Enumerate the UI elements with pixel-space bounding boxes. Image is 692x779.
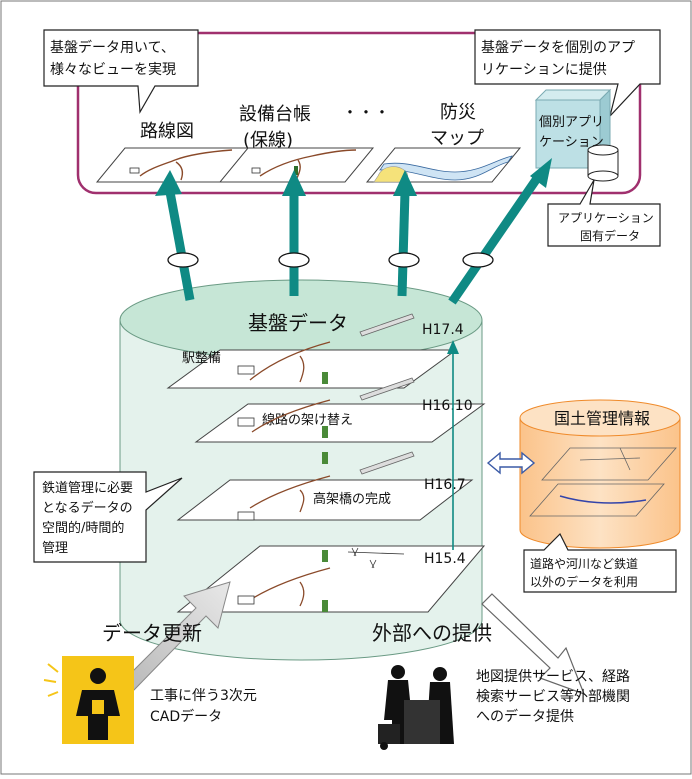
service-line1: 地図提供サービス、経路 bbox=[476, 669, 630, 685]
arrow-to-individual bbox=[448, 171, 544, 305]
callout-app-data-line1: アプリケーション bbox=[558, 211, 654, 225]
interface-rings bbox=[167, 252, 494, 268]
individual-app-line1: 個別アプリ bbox=[539, 115, 604, 130]
callout-individual-line1: 基盤データを個別のアプ bbox=[481, 39, 635, 56]
callout-railway-line2: となるデータの bbox=[42, 500, 133, 516]
service-line2: 検索サービス等外部機関 bbox=[476, 688, 630, 705]
callout-app-data: アプリケーション 固有データ bbox=[547, 179, 661, 247]
data-update-arrow bbox=[123, 581, 231, 691]
app-data-cylinder bbox=[587, 144, 619, 182]
callout-views: 基盤データ用いて、 様々なビューを実現 bbox=[43, 29, 199, 114]
external-provision-label: 外部への提供 bbox=[372, 621, 492, 645]
layer-h17-4: 駅整備 bbox=[166, 313, 458, 389]
callout-app-data-line2: 固有データ bbox=[580, 228, 640, 243]
callout-other-data-line2: 以外のデータを利用 bbox=[530, 574, 638, 589]
individual-app-line2: ケーション bbox=[539, 135, 604, 150]
data-update-label: データ更新 bbox=[102, 621, 202, 645]
view-equipment-line2: (保線) bbox=[243, 130, 293, 151]
land-info-title: 国土管理情報 bbox=[554, 409, 650, 428]
view-route-map-label: 路線図 bbox=[140, 121, 194, 142]
base-data-title: 基盤データ bbox=[248, 311, 348, 335]
service-line3: へのデータ提供 bbox=[476, 708, 574, 725]
view-disaster-line1: 防災 bbox=[440, 102, 476, 123]
callout-railway-line4: 管理 bbox=[42, 541, 68, 556]
callout-railway: 鉄道管理に必要 となるデータの 空間的/時間的 管理 bbox=[33, 471, 183, 563]
cad-line1: 工事に伴う3次元 bbox=[150, 688, 257, 704]
callout-individual: 基盤データを個別のアプ リケーションに提供 bbox=[474, 29, 661, 119]
land-info-cylinder: 国土管理情報 bbox=[519, 399, 681, 549]
time-arrow bbox=[447, 340, 459, 550]
callout-views-line1: 基盤データ用いて、 bbox=[50, 39, 175, 56]
layer-h17-4-date: H17.4 bbox=[422, 322, 464, 338]
arrow-to-route-map bbox=[165, 191, 195, 301]
callout-railway-line3: 空間的/時間的 bbox=[42, 520, 124, 536]
layer-h16-10-date: H16.10 bbox=[422, 398, 473, 414]
office-people-icon bbox=[378, 665, 454, 750]
layer-h16-7: 高架橋の完成 bbox=[176, 451, 474, 521]
layer-h15-4-date: H15.4 bbox=[424, 551, 466, 567]
arrow-to-disaster bbox=[397, 191, 410, 297]
upward-arrows bbox=[165, 171, 544, 305]
layer-h17-4-label: 駅整備 bbox=[182, 350, 221, 366]
layer-h16-7-label: 高架橋の完成 bbox=[313, 491, 391, 507]
callout-individual-line2: リケーションに提供 bbox=[481, 62, 607, 78]
provision-arrow bbox=[481, 593, 586, 696]
callout-other-data-line1: 道路や河川など鉄道 bbox=[530, 556, 638, 571]
callout-railway-line1: 鉄道管理に必要 bbox=[42, 481, 133, 496]
callout-views-line2: 様々なビューを実現 bbox=[50, 62, 176, 78]
layer-h16-10: 線路の架け替え bbox=[194, 377, 486, 443]
callout-other-data: 道路や河川など鉄道 以外のデータを利用 bbox=[523, 532, 677, 593]
layer-h16-7-date: H16.7 bbox=[424, 477, 466, 493]
construction-worker-icon bbox=[43, 656, 134, 744]
view-ellipsis: ・・・ bbox=[342, 103, 390, 122]
view-equipment-line1: 設備台帳 bbox=[239, 104, 311, 125]
layer-h16-10-label: 線路の架け替え bbox=[262, 412, 353, 428]
exchange-arrow bbox=[486, 451, 536, 475]
cad-line2: CADデータ bbox=[150, 708, 222, 725]
view-disaster-line2: マップ bbox=[430, 128, 484, 149]
